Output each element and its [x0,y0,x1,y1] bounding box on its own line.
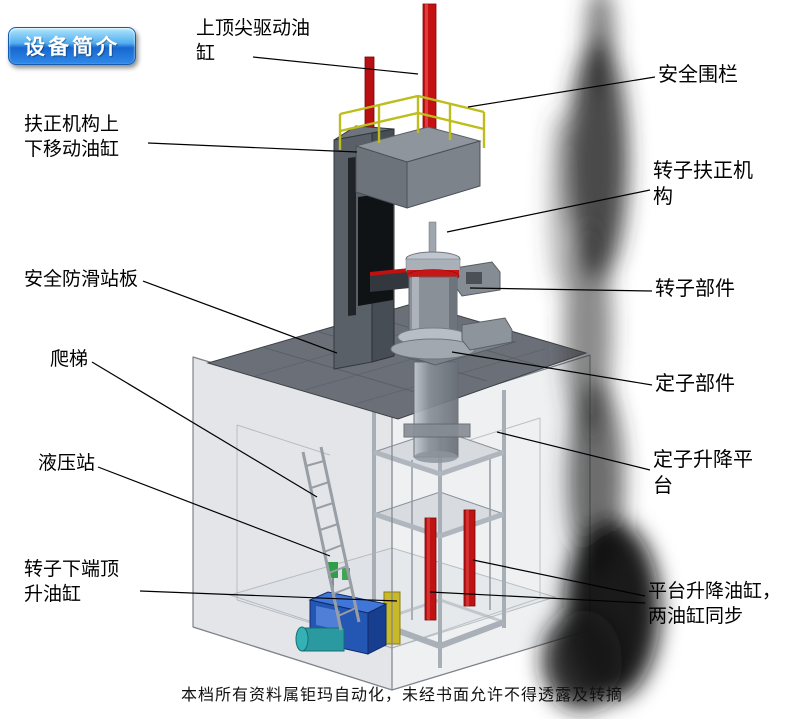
title-badge: 设备简介 [8,27,136,65]
title-badge-label: 设备简介 [24,36,120,59]
label-platform-lift-cylinders: 平台升降油缸，两油缸同步 [648,581,782,628]
ladder-graphic [301,446,361,631]
label-rotor-component: 转子部件 [655,278,735,300]
label-ladder: 爬梯 [50,349,89,370]
platform-lift-cylinders-graphic [424,509,476,621]
smoke-shadow [542,0,660,710]
watermark-text: 本档所有资料属钜玛自动化，未经书面允许不得透露及转摘 [180,687,623,704]
rotor-assembly [370,221,517,366]
label-rotor-alignment-mechanism: 转子扶正机构 [653,160,753,209]
leader-lines [91,56,656,604]
label-top-spindle-drive-cylinder: 上顶尖驱动油缸 [196,18,311,65]
label-stator-lift-platform: 定子升降平台 [653,449,753,498]
label-hydraulic-station: 液压站 [38,453,96,474]
safety-fence-railing [338,94,486,150]
label-alignment-mechanism-lift-cylinder: 扶正机构上下移动油缸 [24,114,120,161]
label-safety-fence: 安全围栏 [658,64,738,86]
label-rotor-bottom-jack-cylinder: 转子下端顶升油缸 [24,559,120,606]
label-stator-component: 定子部件 [655,373,735,395]
label-anti-slip-standing-platform: 安全防滑站板 [24,269,139,290]
